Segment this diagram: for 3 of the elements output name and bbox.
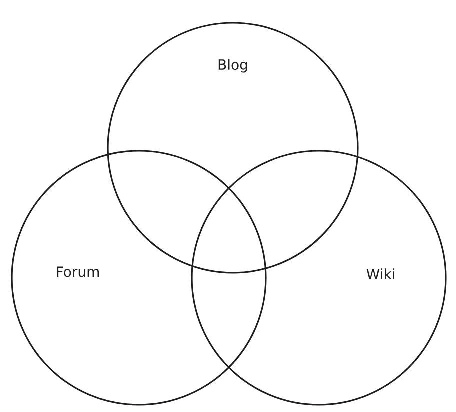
set-label: Wiki [366,268,394,280]
set-label: Blog [218,59,248,73]
set-label: Forum [57,266,100,278]
